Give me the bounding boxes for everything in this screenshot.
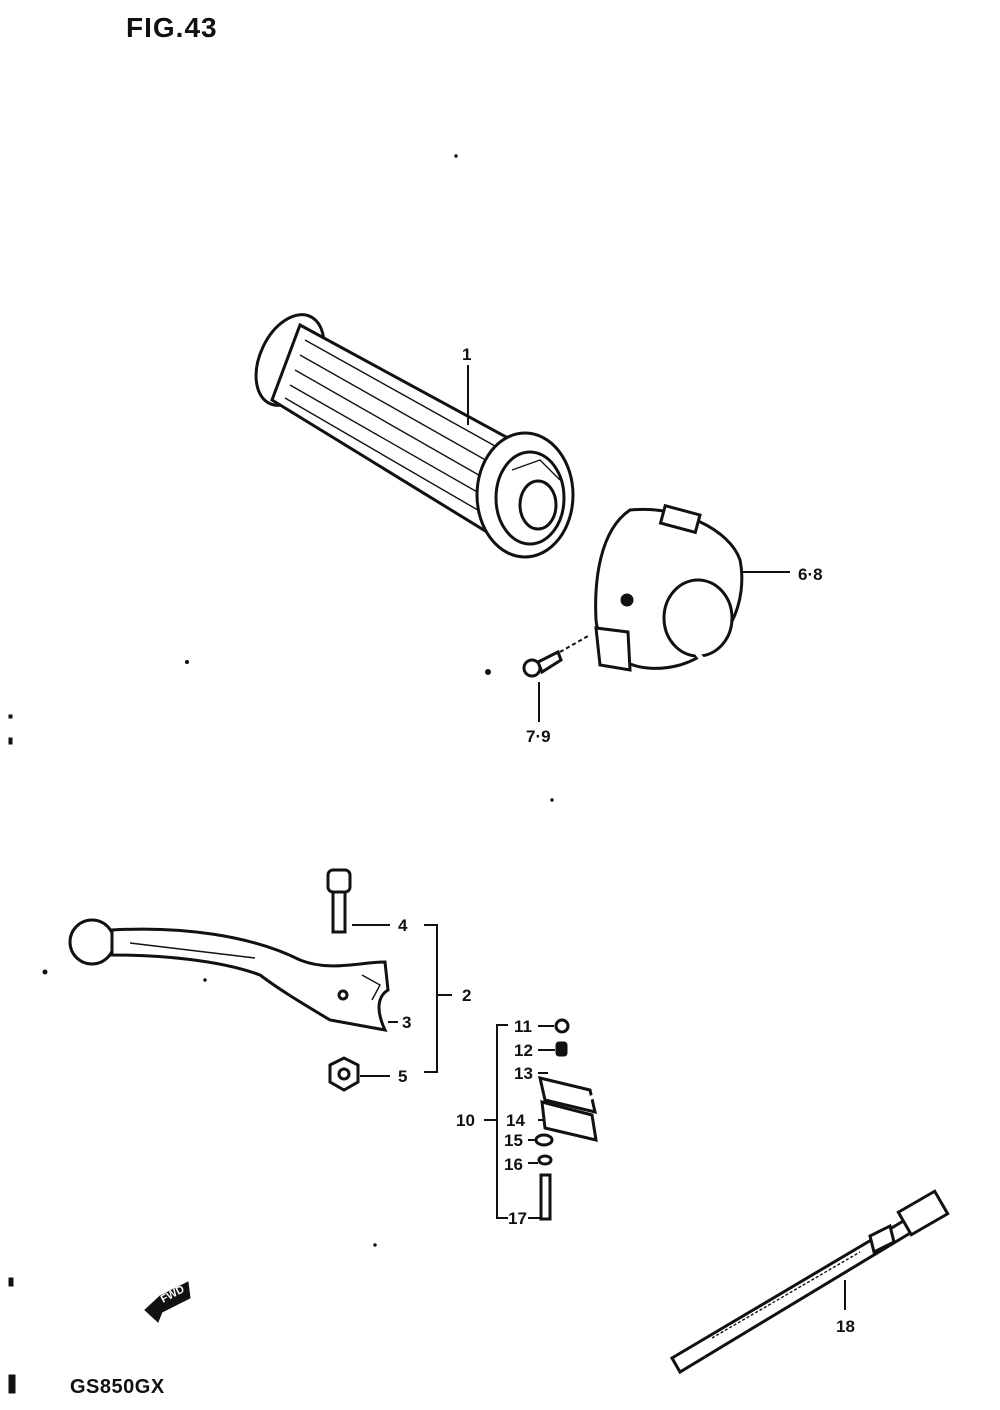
callout-2: 2 [462, 986, 471, 1005]
callout-16: 16 [504, 1155, 523, 1174]
callout-3: 3 [402, 1013, 411, 1032]
screw[interactable] [522, 635, 589, 678]
leader-lines [352, 365, 846, 1310]
callout-18: 18 [836, 1317, 855, 1336]
stop-switch-assembly[interactable] [534, 1018, 664, 1221]
callout-6-8: 6·8 [798, 565, 823, 584]
forward-arrow-icon: FWD [144, 1281, 191, 1323]
figure-title: FIG.43 [126, 12, 218, 43]
callout-4: 4 [398, 916, 408, 935]
callout-11: 11 [514, 1017, 532, 1036]
handlebar-grip[interactable] [243, 304, 575, 559]
callout-5: 5 [398, 1067, 407, 1086]
callout-1: 1 [462, 345, 471, 364]
callout-12: 12 [514, 1041, 533, 1060]
callout-13: 13 [514, 1064, 533, 1083]
callout-15: 17 [508, 1209, 527, 1228]
callout-labels: 1 2 3 4 5 6·8 7·9 10 11 12 13 14 17 16 1… [398, 345, 855, 1336]
callout-7-9: 7·9 [526, 727, 551, 746]
pivot-bolt[interactable] [326, 868, 352, 934]
cable-tie[interactable] [669, 1189, 950, 1375]
model-code: GS850GX [70, 1376, 165, 1398]
switch-housing[interactable] [594, 503, 744, 695]
callout-14: 14 [506, 1111, 525, 1130]
lever-nut[interactable] [328, 1056, 360, 1092]
brake-lever[interactable] [68, 918, 390, 1032]
scan-specks [8, 154, 554, 1394]
callout-17: 15 [504, 1131, 523, 1150]
callout-10: 10 [456, 1111, 475, 1130]
